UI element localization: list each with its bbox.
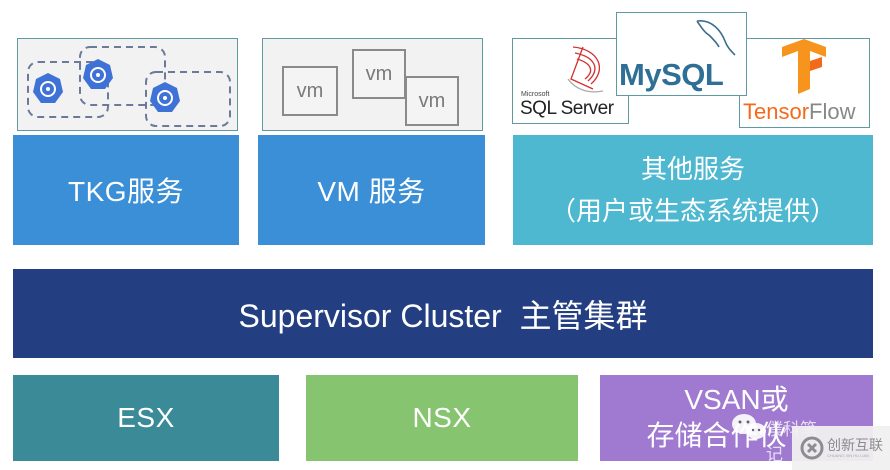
- kubernetes-icon: [83, 59, 113, 89]
- vm-box: vm: [282, 66, 338, 116]
- tensorflow-icon: [782, 39, 826, 94]
- other-services-title: 其他服务: [640, 154, 745, 184]
- mysql-dolphin-icon: [696, 20, 736, 56]
- tensorflow-text: TensorFlow: [743, 99, 856, 125]
- vm-box: vm: [352, 49, 406, 99]
- nsx-box: NSX: [306, 375, 578, 461]
- other-services-box: 其他服务 （用户或生态系统提供）: [513, 135, 873, 245]
- brand-watermark: 创新互联 CHUANG XIN HU LIAN: [792, 426, 890, 470]
- sql-server-text: SQL Server: [520, 98, 614, 119]
- supervisor-cluster-bar: Supervisor Cluster 主管集群: [13, 269, 873, 358]
- sql-server-brand-small: Microsoft: [521, 91, 550, 98]
- sql-server-icon: [567, 46, 604, 93]
- tkg-illustration-panel: [17, 38, 238, 131]
- vm-service-label: VM 服务: [317, 176, 426, 207]
- supervisor-cluster-label: Supervisor Cluster 主管集群: [238, 297, 648, 334]
- tkg-service-label: TKG服务: [67, 176, 185, 207]
- vm-illustration-panel: vm vm vm: [262, 38, 483, 131]
- mysql-logo: MySQL: [616, 12, 747, 96]
- esx-label: ESX: [117, 402, 175, 433]
- wechat-icon: [732, 414, 766, 439]
- kubernetes-cluster-illustration: [27, 46, 231, 127]
- tkg-service-box: TKG服务: [13, 135, 239, 245]
- brand-name: 创新互联: [827, 437, 883, 453]
- esx-box: ESX: [13, 375, 279, 461]
- vm-box: vm: [405, 76, 459, 126]
- mysql-text: MySQL: [619, 57, 724, 92]
- brand-subtitle: CHUANG XIN HU LIAN: [827, 453, 870, 458]
- vm-service-box: VM 服务: [258, 135, 485, 245]
- tensorflow-text-flow: Flow: [809, 99, 856, 124]
- brand-logo-icon: [800, 436, 824, 460]
- tensorflow-logo: TensorFlow: [739, 38, 870, 128]
- kubernetes-icon: [33, 73, 63, 103]
- vsan-label-line1: VSAN或: [684, 384, 789, 415]
- other-services-subtitle: （用户或生态系统提供）: [549, 196, 836, 226]
- nsx-label: NSX: [412, 402, 472, 433]
- kubernetes-icon: [150, 82, 180, 112]
- tensorflow-text-tensor: Tensor: [743, 99, 810, 124]
- sql-server-logo: Microsoft SQL Server: [512, 38, 629, 124]
